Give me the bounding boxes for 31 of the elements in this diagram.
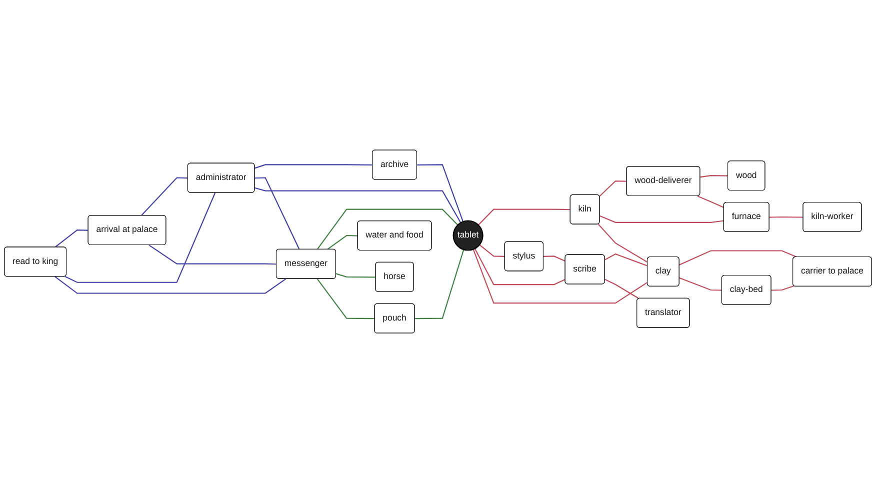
connector [54,276,286,294]
connector [316,208,458,250]
connector [769,216,804,218]
connector [599,180,627,197]
connector [600,215,724,223]
connector [64,192,216,283]
connector [700,175,728,178]
connector [474,248,566,286]
connector [679,277,722,291]
connector [479,244,505,258]
connector [140,177,188,216]
connector [254,164,373,169]
connector [604,253,648,266]
connector [254,177,300,250]
connector [417,164,464,222]
connector [478,208,570,226]
connector [336,273,376,278]
connector [254,187,462,223]
connector [327,234,358,250]
connector [414,249,464,320]
connector [148,244,277,265]
connector [697,196,724,208]
node-circle: tablet [452,220,484,251]
connector [679,250,797,266]
connector [316,278,375,320]
connector [771,285,794,291]
connector [604,278,640,300]
connector [472,249,648,304]
connector [598,224,648,263]
connector [543,256,566,262]
connector [54,230,88,248]
